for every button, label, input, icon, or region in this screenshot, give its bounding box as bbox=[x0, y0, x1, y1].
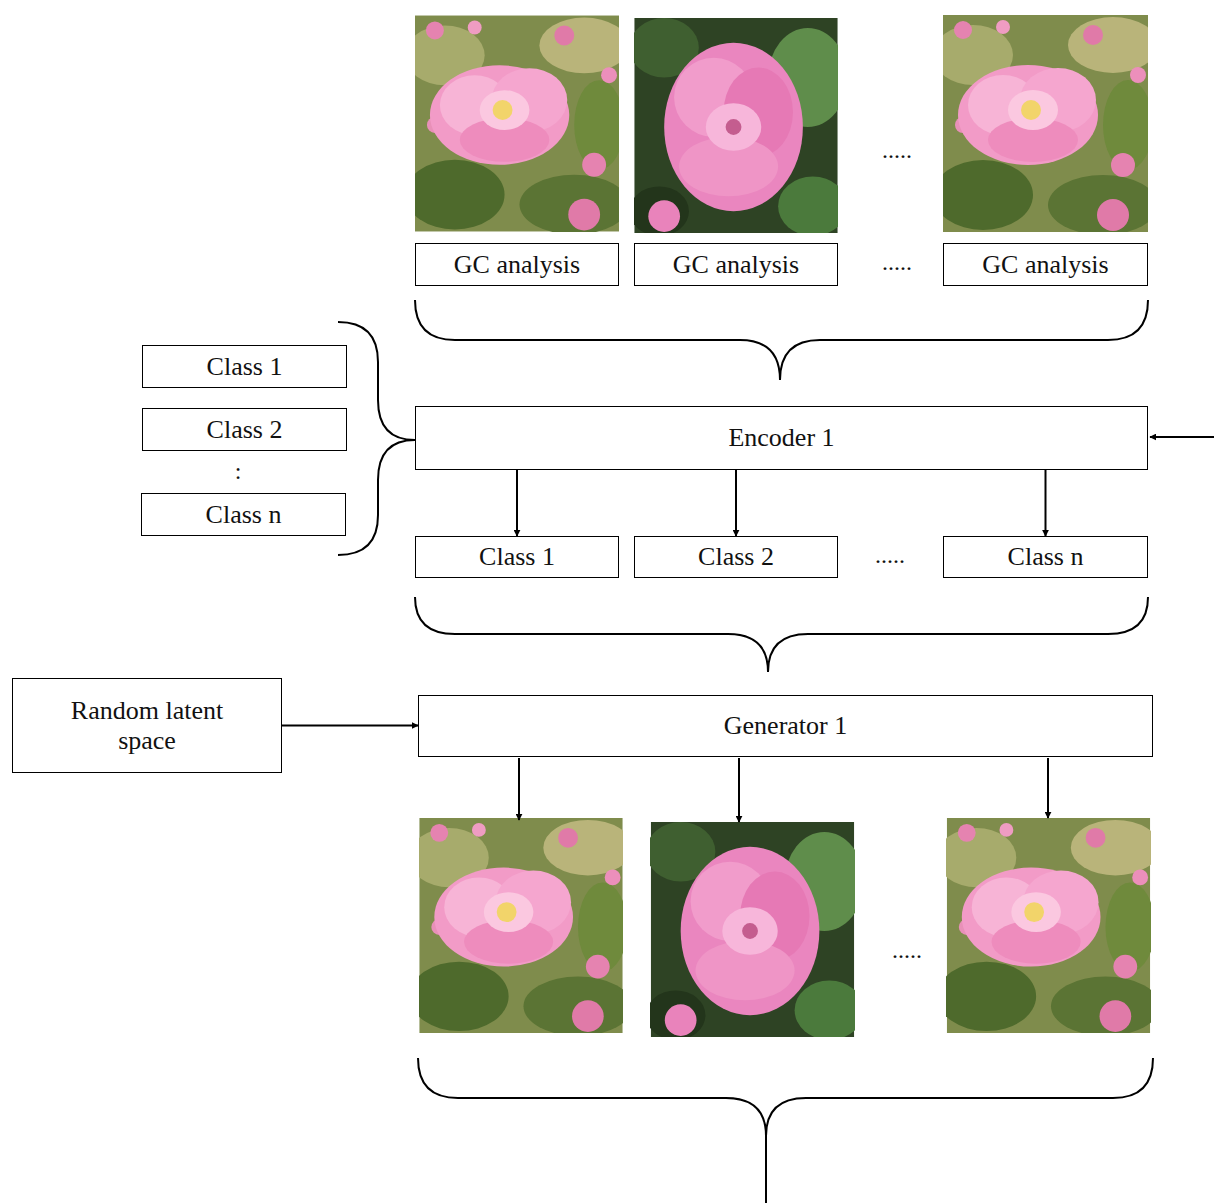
box-label: Class 1 bbox=[207, 352, 283, 382]
process-box: Class 2 bbox=[634, 536, 838, 578]
box-label: Random latent space bbox=[52, 696, 242, 756]
ellipsis-label: ..... bbox=[882, 138, 912, 162]
braces bbox=[338, 300, 1153, 1203]
brace bbox=[338, 322, 415, 555]
rose-photo bbox=[629, 18, 847, 236]
process-box: Class n bbox=[141, 493, 346, 536]
process-box: Class 1 bbox=[142, 345, 347, 388]
photo-row-bottom bbox=[410, 818, 1160, 1040]
box-label: Encoder 1 bbox=[728, 423, 834, 453]
rose-photo bbox=[405, 16, 629, 235]
photo-row-top bbox=[405, 15, 1158, 236]
box-label: GC analysis bbox=[673, 250, 799, 280]
process-box: GC analysis bbox=[415, 243, 619, 286]
brace bbox=[415, 300, 1148, 380]
arrow-connector bbox=[1045, 470, 1047, 536]
output-arrow bbox=[738, 758, 740, 822]
ellipsis-label: ..... bbox=[892, 938, 922, 962]
process-box: Class 1 bbox=[415, 536, 619, 578]
ellipsis-label: ..... bbox=[875, 543, 905, 567]
box-label: GC analysis bbox=[454, 250, 580, 280]
process-box: Generator 1 bbox=[418, 695, 1153, 757]
layout-arrows bbox=[519, 437, 1214, 822]
box-label: GC analysis bbox=[982, 250, 1108, 280]
output-line bbox=[765, 1136, 767, 1203]
process-box: GC analysis bbox=[943, 243, 1148, 286]
process-box: Encoder 1 bbox=[415, 406, 1148, 470]
rose-photo bbox=[937, 818, 1160, 1036]
box-label: Class 2 bbox=[207, 415, 283, 445]
arrow-connector bbox=[735, 470, 737, 536]
arrow-connector bbox=[516, 470, 518, 536]
rose-photo bbox=[646, 822, 864, 1040]
brace bbox=[415, 597, 1148, 672]
box-label: Class n bbox=[206, 500, 282, 530]
box-label: Class 1 bbox=[479, 542, 555, 572]
box-label: Generator 1 bbox=[724, 711, 847, 741]
box-label: Class 2 bbox=[698, 542, 774, 572]
feedback-arrow bbox=[1150, 436, 1214, 438]
box-label: Class n bbox=[1008, 542, 1084, 572]
brace bbox=[418, 1058, 1153, 1136]
arrow-connector bbox=[282, 725, 418, 727]
rose-photo bbox=[410, 818, 633, 1036]
process-box: Class 2 bbox=[142, 408, 347, 451]
output-arrow bbox=[1047, 758, 1049, 818]
process-box: Random latent space bbox=[12, 678, 282, 773]
rose-photo bbox=[933, 15, 1158, 235]
process-box: GC analysis bbox=[634, 243, 838, 286]
output-arrow bbox=[518, 758, 520, 820]
ellipsis-label: ..... bbox=[882, 250, 912, 274]
vertical-ellipsis: : bbox=[235, 459, 242, 483]
process-box: Class n bbox=[943, 536, 1148, 578]
